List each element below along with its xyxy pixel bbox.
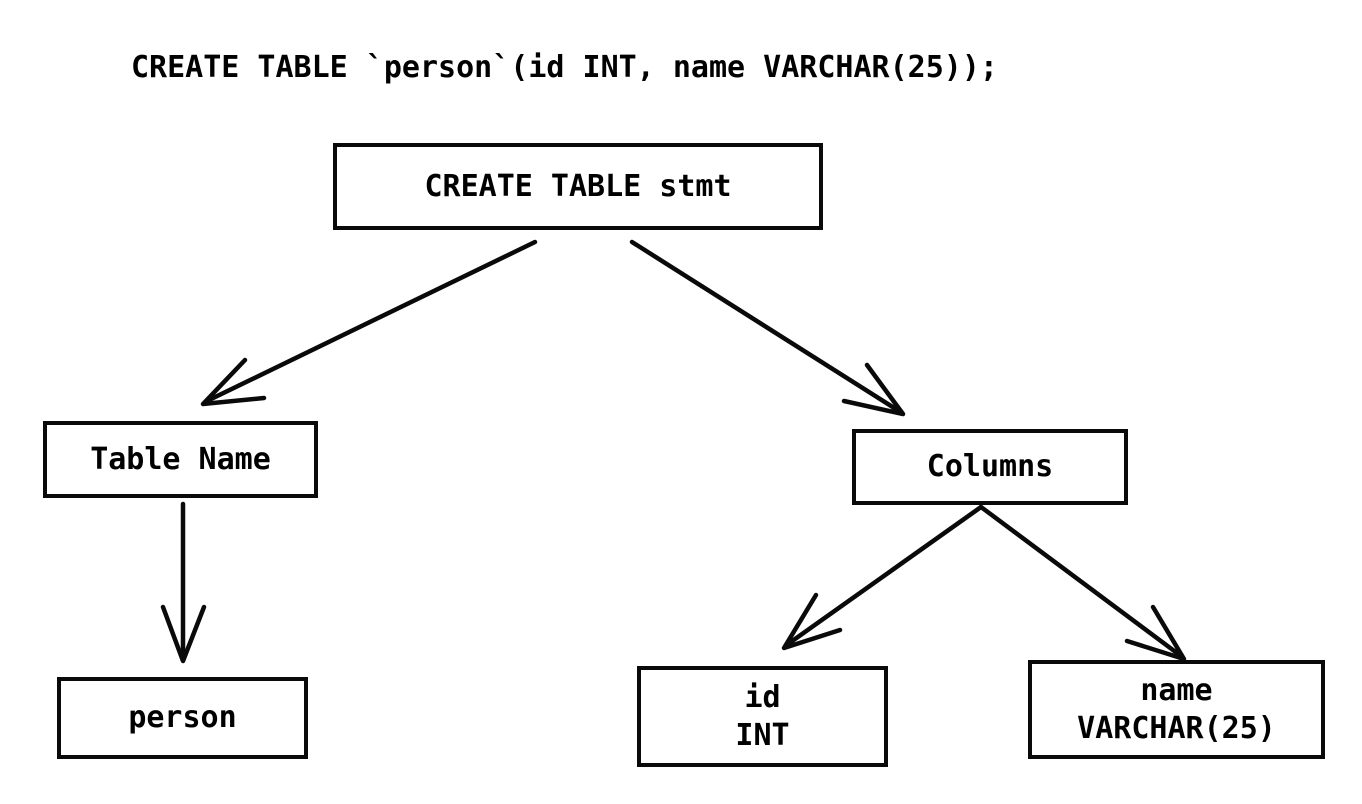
node-label: CREATE TABLE stmt: [424, 168, 732, 204]
arrow-shaft: [206, 239, 538, 403]
node-columns: Columns: [852, 429, 1128, 505]
node-person: person: [57, 677, 308, 759]
sql-statement-text: CREATE TABLE `person`(id INT, name VARCH…: [131, 50, 998, 85]
node-label-line2: INT: [735, 717, 790, 753]
arrow-head: [160, 604, 207, 664]
edge-columns-to-col-name: [978, 504, 1187, 662]
node-label: Columns: [926, 449, 1054, 485]
arrow-shaft: [785, 504, 984, 647]
node-column-id: id INT: [637, 666, 888, 767]
arrow-head: [200, 357, 267, 407]
arrow-shaft: [978, 504, 1184, 659]
node-create-table-stmt: CREATE TABLE stmt: [333, 143, 823, 230]
node-label-line1: id: [744, 679, 781, 715]
arrow-shaft: [629, 239, 902, 414]
edge-root-to-columns: [629, 239, 906, 417]
edge-table-name-to-person: [160, 501, 207, 664]
node-column-name: name VARCHAR(25): [1028, 660, 1325, 759]
node-label: person: [128, 700, 237, 736]
edge-columns-to-col-id: [781, 504, 984, 651]
node-label-line1: name: [1140, 672, 1213, 708]
arrow-head: [1124, 604, 1187, 662]
arrow-head: [841, 362, 906, 417]
arrow-head: [781, 592, 843, 651]
node-label: Table Name: [90, 441, 271, 477]
edge-root-to-table-name: [200, 239, 538, 407]
node-label-line2: VARCHAR(25): [1077, 710, 1276, 746]
node-table-name: Table Name: [43, 421, 318, 498]
